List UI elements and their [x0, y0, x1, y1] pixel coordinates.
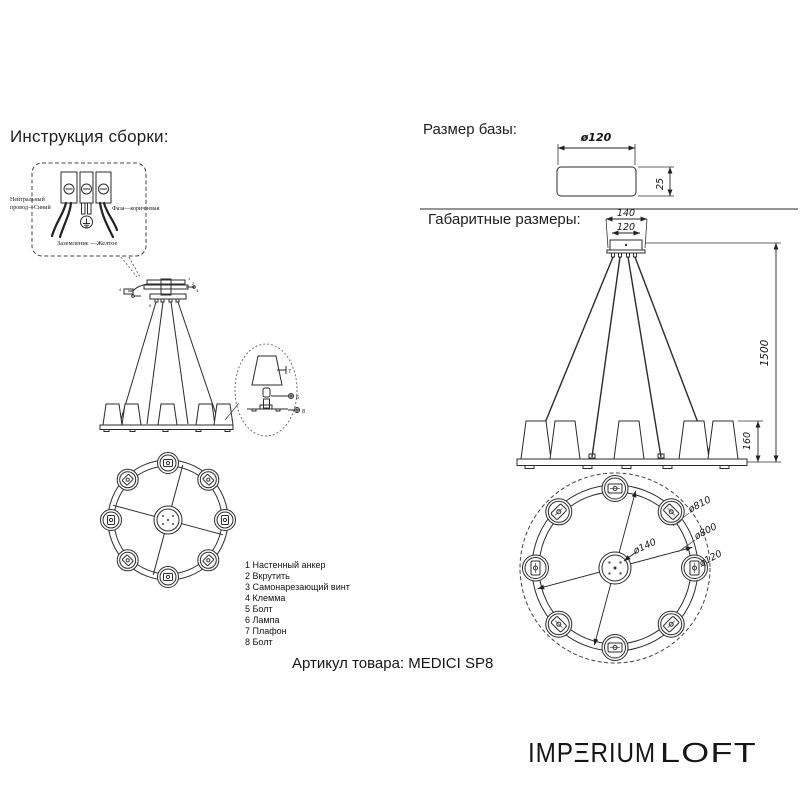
base-height-dim: 25	[655, 178, 666, 190]
callout-5: 5	[149, 303, 152, 308]
shade-detail: 7 6 8	[234, 343, 305, 437]
canopy-width-dim: 140	[617, 208, 635, 219]
base-drawing: ø120 25	[556, 131, 674, 197]
part-item: 7 Плафон	[245, 626, 287, 636]
part-item: 6 Лампа	[245, 615, 280, 625]
neutral-wire-label2: провод—Синий	[10, 204, 52, 211]
outer-diameter-dim: ø810	[686, 494, 713, 515]
callout-2: 2	[192, 281, 195, 286]
neutral-wire-label: Нейтральный	[10, 196, 46, 203]
logo-imperium: IMPΞRIUM	[528, 737, 656, 768]
callout-8: 8	[302, 409, 305, 415]
callout-3: 3	[196, 288, 199, 293]
hub-diameter-dim: ø140	[631, 537, 658, 558]
overall-size-title: Габаритные размеры:	[428, 211, 581, 228]
side-view-right: 140 120	[516, 208, 781, 469]
part-item: 5 Болт	[245, 604, 273, 614]
callout-7: 7	[288, 369, 291, 375]
parts-list: 1 Настенный анкер 2 Вкрутить 3 Самонарез…	[245, 560, 350, 648]
shade-height-dim: 160	[742, 432, 753, 450]
wiring-diagram: Нейтральный провод—Синий Фаза—коричневая…	[10, 162, 160, 278]
part-item: 1 Настенный анкер	[245, 560, 326, 570]
top-view-right: ø140 ø810 ø800 ø120	[519, 472, 724, 664]
top-view-left	[100, 452, 236, 588]
article-label: Артикул товара: MEDICI SP8	[292, 655, 494, 672]
callout-1: 1	[188, 276, 191, 281]
lamp-bulb	[262, 387, 271, 398]
base-size-title: Размер базы:	[423, 121, 517, 138]
canopy-mount-dim: 120	[617, 222, 635, 233]
part-item: 8 Болт	[245, 637, 273, 647]
base-diameter-dim: ø120	[580, 131, 612, 144]
assembly-title: Инструкция сборки:	[10, 127, 169, 146]
shade-outline	[251, 355, 283, 386]
ground-wire-label: Заземление —Желтое	[57, 240, 118, 247]
part-item: 3 Самонарезающий винт	[245, 582, 350, 592]
overall-height-dim: 1500	[759, 339, 771, 366]
part-item: 4 Клемма	[245, 593, 286, 603]
ground-symbol-icon	[80, 215, 93, 229]
phase-wire-label: Фаза—коричневая	[112, 206, 160, 212]
part-item: 2 Вкрутить	[245, 571, 290, 581]
logo-loft: LOFT	[660, 737, 757, 768]
callout-4: 4	[119, 287, 122, 292]
mount-detail: 4 5 1 2 3	[119, 276, 199, 308]
side-view-left: 4 5 1 2 3	[99, 276, 240, 432]
brand-logo: IMPΞRIUM LOFT	[528, 737, 757, 768]
callout-6: 6	[296, 395, 299, 401]
